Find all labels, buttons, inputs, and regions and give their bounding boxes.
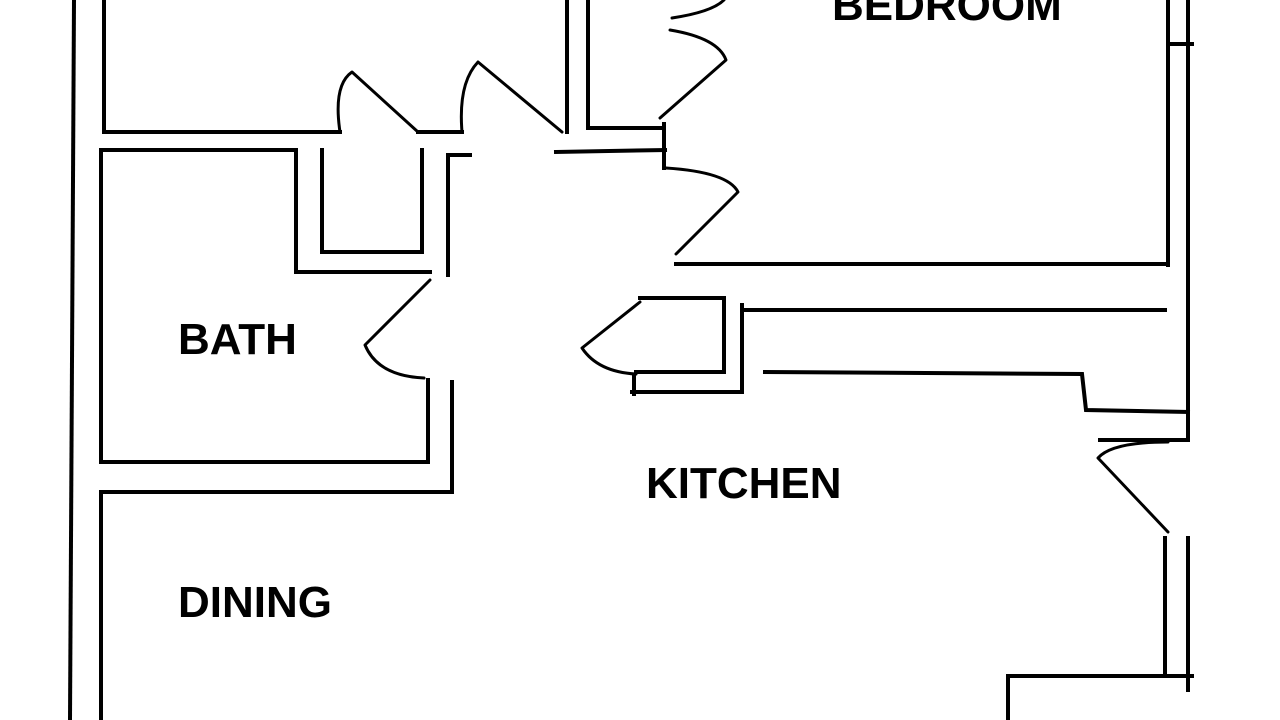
room-label-kitchen: KITCHEN [646, 459, 842, 508]
hall-left-wall [446, 153, 472, 277]
pantry-box [634, 296, 726, 374]
room-label-dining: DINING [178, 578, 332, 627]
kitchen-bottom-right-wall [1006, 674, 1194, 720]
room-label-bedroom: BEDROOM [832, 0, 1062, 30]
doors [336, 0, 1170, 534]
linen-closet-u [320, 148, 424, 254]
bedroom-closet-left-wall [586, 0, 662, 130]
bedroom-closet-door-swing [658, 28, 728, 120]
bedroom-closet-door-top [670, 0, 726, 20]
outer-left-wall [67, 0, 77, 720]
bedroom-door-swing [664, 166, 740, 256]
pantry-bottom-wall [630, 303, 744, 394]
exterior-walls [67, 0, 1194, 720]
bath-door-swing [363, 278, 432, 380]
bath-closet-outer [294, 148, 432, 274]
bedroom-walls [553, 122, 1170, 266]
closet-door-left-swing [336, 70, 420, 134]
bath-right-wall-lower [99, 378, 430, 464]
hall-top-wall [553, 147, 668, 155]
back-door-swing [1096, 440, 1170, 534]
bath-walls [99, 148, 472, 494]
closet-door-right-swing [459, 60, 564, 134]
pantry-door-swing [580, 300, 642, 376]
dining-top-wall [99, 380, 454, 494]
room-label-bath: BATH [178, 315, 297, 364]
corridor-bottom-wall [762, 369, 1191, 415]
kitchen-walls [630, 296, 1194, 720]
top-left-walls [102, 0, 662, 134]
